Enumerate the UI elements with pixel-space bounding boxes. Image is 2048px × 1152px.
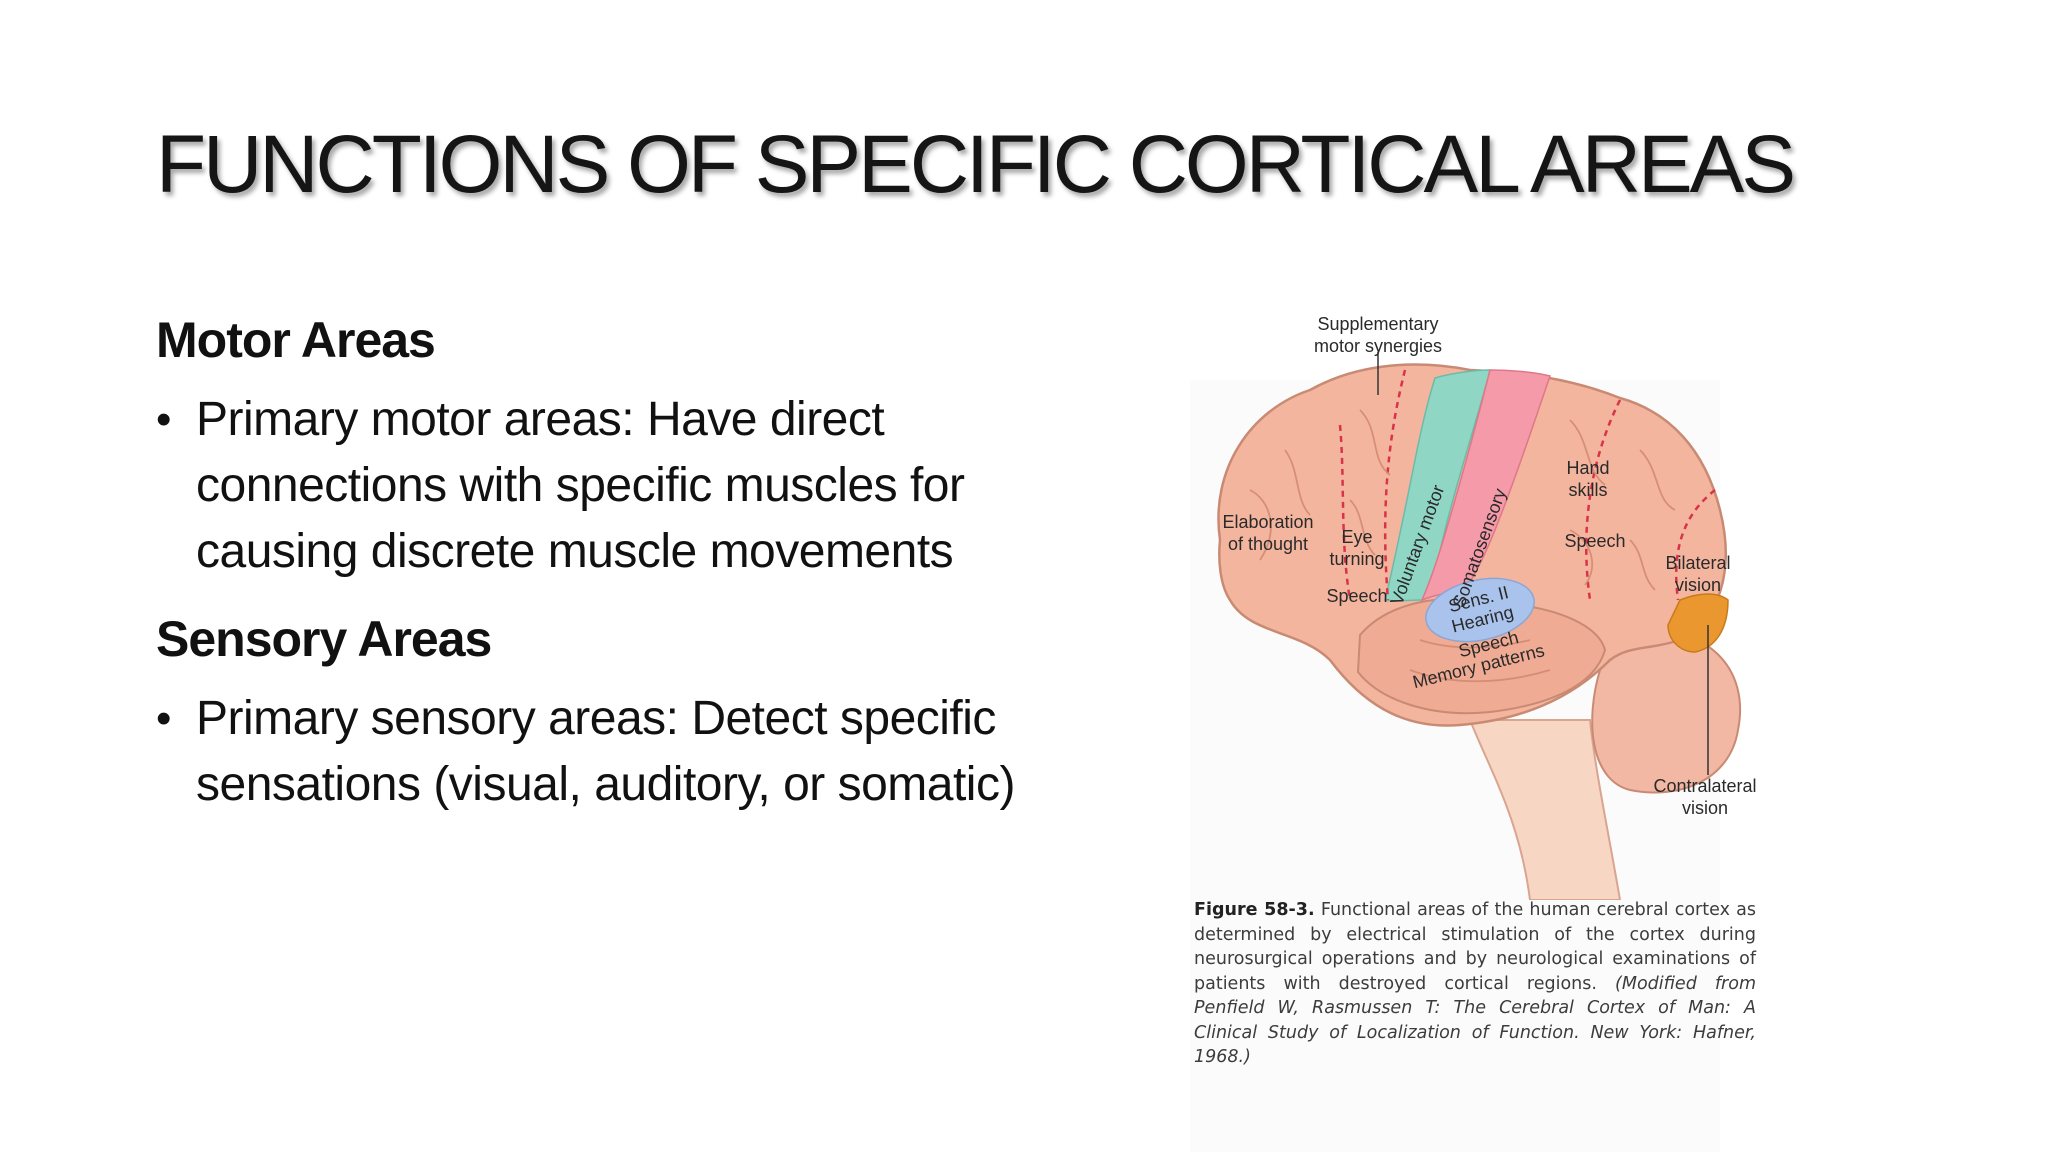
list-item: • Primary motor areas: Have direct conne… — [156, 387, 1136, 585]
vision-region — [1667, 593, 1729, 653]
cerebellum-shape — [1591, 627, 1742, 794]
label-speech-parietal: Speech — [1564, 531, 1625, 551]
figure-caption: Figure 58-3. Functional areas of the hum… — [1194, 898, 1756, 1070]
label-hand-2: skills — [1569, 480, 1608, 500]
bullet-icon: • — [156, 694, 171, 743]
label-hand-1: Hand — [1566, 458, 1609, 478]
label-eye-2: turning — [1329, 549, 1384, 569]
bullet-text: Primary motor areas: Have direct connect… — [196, 393, 965, 578]
slide-content: Motor Areas • Primary motor areas: Have … — [156, 308, 1136, 840]
label-speech-frontal: Speech — [1326, 586, 1387, 606]
list-item: • Primary sensory areas: Detect specific… — [156, 686, 1136, 818]
slide-title: FUNCTIONS OF SPECIFIC CORTICAL AREAS — [156, 119, 1796, 210]
brain-illustration: Supplementary motor synergies Elaboratio… — [1217, 314, 1757, 900]
section-heading-motor: Motor Areas — [156, 312, 436, 368]
boundary-premotor — [1383, 369, 1407, 601]
brainstem-shape — [1468, 719, 1622, 900]
hearing-region — [1425, 577, 1535, 643]
section-heading-sensory: Sensory Areas — [156, 611, 492, 667]
sensory-bullet-list: • Primary sensory areas: Detect specific… — [156, 686, 1136, 818]
label-supplementary-1: Supplementary — [1317, 314, 1438, 334]
label-contralateral-1: Contralateral — [1653, 776, 1756, 796]
label-elaboration-1: Elaboration — [1222, 512, 1313, 532]
label-contralateral-2: vision — [1682, 798, 1728, 818]
motor-bullet-list: • Primary motor areas: Have direct conne… — [156, 387, 1136, 585]
caption-citation: (Modified from Penfield W, Rasmussen T: … — [1194, 973, 1756, 1068]
boundary-occipital — [1674, 489, 1716, 601]
label-supplementary-2: motor synergies — [1314, 336, 1442, 356]
label-bilateral-2: vision — [1675, 575, 1721, 595]
label-elaboration-2: of thought — [1228, 534, 1308, 554]
brain-figure: Supplementary motor synergies Elaboratio… — [1190, 300, 1780, 1152]
bullet-icon: • — [156, 395, 171, 444]
label-bilateral-1: Bilateral — [1665, 553, 1730, 573]
bullet-text: Primary sensory areas: Detect specific s… — [196, 692, 1015, 811]
caption-text: Functional areas of the human cerebral c… — [1194, 900, 1756, 994]
boundary-parietal — [1585, 399, 1622, 601]
sulci-lines — [1249, 409, 1676, 683]
caption-label: Figure 58-3. — [1194, 900, 1315, 920]
label-eye-1: Eye — [1341, 527, 1372, 547]
